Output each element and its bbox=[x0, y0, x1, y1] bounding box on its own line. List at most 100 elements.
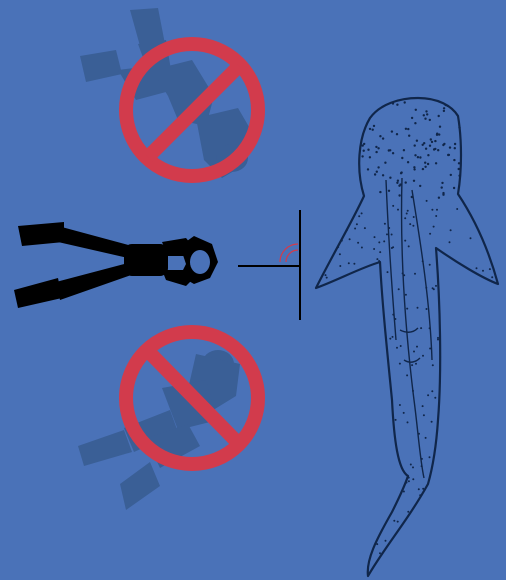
shark-spot bbox=[446, 105, 448, 107]
shark-spot bbox=[397, 209, 399, 211]
shark-spot bbox=[422, 355, 424, 357]
shark-spot bbox=[413, 166, 415, 168]
shark-spot bbox=[384, 223, 386, 225]
shark-spot bbox=[397, 521, 399, 523]
shark-spot bbox=[425, 110, 427, 112]
shark-spot bbox=[409, 223, 411, 225]
shark-spot bbox=[458, 126, 460, 128]
shark-spot bbox=[393, 520, 395, 522]
shark-spot bbox=[406, 482, 408, 484]
shark-spot bbox=[429, 119, 431, 121]
shark-spot bbox=[456, 208, 458, 210]
shark-spot bbox=[424, 166, 426, 168]
shark-spot bbox=[447, 154, 449, 156]
shark-spot bbox=[424, 162, 426, 164]
shark-spot bbox=[482, 270, 484, 272]
shark-spot bbox=[378, 260, 380, 262]
shark-spot bbox=[408, 135, 410, 137]
shark-spot bbox=[353, 263, 355, 265]
shark-spot bbox=[407, 210, 409, 212]
shark-spot bbox=[432, 364, 434, 366]
shark-spot bbox=[454, 147, 456, 149]
shark-spot bbox=[425, 148, 427, 150]
shark-spot bbox=[369, 128, 371, 130]
shark-spot bbox=[443, 143, 445, 145]
shark-spot bbox=[434, 148, 436, 150]
shark-spot bbox=[434, 140, 436, 142]
shark-spot bbox=[408, 245, 410, 247]
shark-spot bbox=[458, 162, 460, 164]
shark-spot bbox=[419, 185, 421, 187]
shark-spot bbox=[356, 223, 358, 225]
shark-spot bbox=[349, 238, 351, 240]
shark-spot bbox=[396, 347, 398, 349]
shark-spot bbox=[389, 338, 391, 340]
shark-spot bbox=[388, 227, 390, 229]
shark-spot bbox=[354, 228, 356, 230]
shark-spot bbox=[416, 346, 418, 348]
shark-spot bbox=[386, 233, 388, 235]
shark-spot bbox=[392, 314, 394, 316]
shark-spot bbox=[470, 237, 472, 239]
shark-spot bbox=[415, 363, 417, 365]
shark-spot bbox=[374, 236, 376, 238]
shark-spot bbox=[358, 215, 360, 217]
shark-spot bbox=[429, 264, 431, 266]
shark-spot bbox=[406, 374, 408, 376]
shark-spot bbox=[326, 277, 328, 279]
shark-spot bbox=[427, 163, 429, 165]
shark-spot bbox=[348, 262, 350, 264]
shark-spot bbox=[412, 466, 414, 468]
shark-spot bbox=[375, 146, 377, 148]
shark-spot bbox=[392, 336, 394, 338]
shark-spot bbox=[363, 150, 365, 152]
shark-spot bbox=[367, 168, 369, 170]
shark-spot bbox=[325, 274, 327, 276]
shark-spot bbox=[406, 213, 408, 215]
shark-spot bbox=[391, 130, 393, 132]
shark-spot bbox=[411, 364, 413, 366]
shark-spot bbox=[435, 162, 437, 164]
shark-spot bbox=[402, 272, 404, 274]
shark-spot bbox=[421, 465, 423, 467]
shark-spot bbox=[410, 464, 412, 466]
shark-spot bbox=[404, 217, 406, 219]
shark-spot bbox=[376, 258, 378, 260]
shark-spot bbox=[401, 157, 403, 159]
shark-spot bbox=[389, 177, 391, 179]
shark-spot bbox=[429, 456, 431, 458]
shark-spot bbox=[339, 265, 341, 267]
shark-spot bbox=[379, 135, 381, 137]
shark-spot bbox=[422, 488, 424, 490]
shark-spot bbox=[374, 173, 376, 175]
shark-spot bbox=[426, 200, 428, 202]
shark-spot bbox=[373, 125, 375, 127]
shark-spot bbox=[417, 156, 419, 158]
shark-spot bbox=[434, 397, 436, 399]
shark-spot bbox=[395, 419, 397, 421]
shark-spot bbox=[382, 174, 384, 176]
shark-spot bbox=[431, 141, 433, 143]
shark-spot bbox=[412, 225, 414, 227]
shark-spot bbox=[403, 412, 405, 414]
shark-spot bbox=[403, 149, 405, 151]
shark-spot bbox=[414, 144, 416, 146]
shark-spot bbox=[407, 421, 409, 423]
shark-spot bbox=[453, 159, 455, 161]
shark-spot bbox=[387, 271, 389, 273]
shark-spot bbox=[449, 241, 451, 243]
shark-spot bbox=[412, 390, 414, 392]
shark-spot bbox=[427, 154, 429, 156]
shark-spot bbox=[419, 494, 421, 496]
shark-spot bbox=[476, 267, 478, 269]
shark-spot bbox=[449, 146, 451, 148]
shark-spot bbox=[425, 287, 427, 289]
shark-spot bbox=[367, 149, 369, 151]
shark-spot bbox=[436, 209, 438, 211]
shark-spot bbox=[396, 133, 398, 135]
shark-spot bbox=[388, 190, 390, 192]
shark-spot bbox=[437, 149, 439, 151]
shark-spot bbox=[378, 241, 380, 243]
shark-spot bbox=[407, 128, 409, 130]
shark-spot bbox=[413, 168, 415, 170]
